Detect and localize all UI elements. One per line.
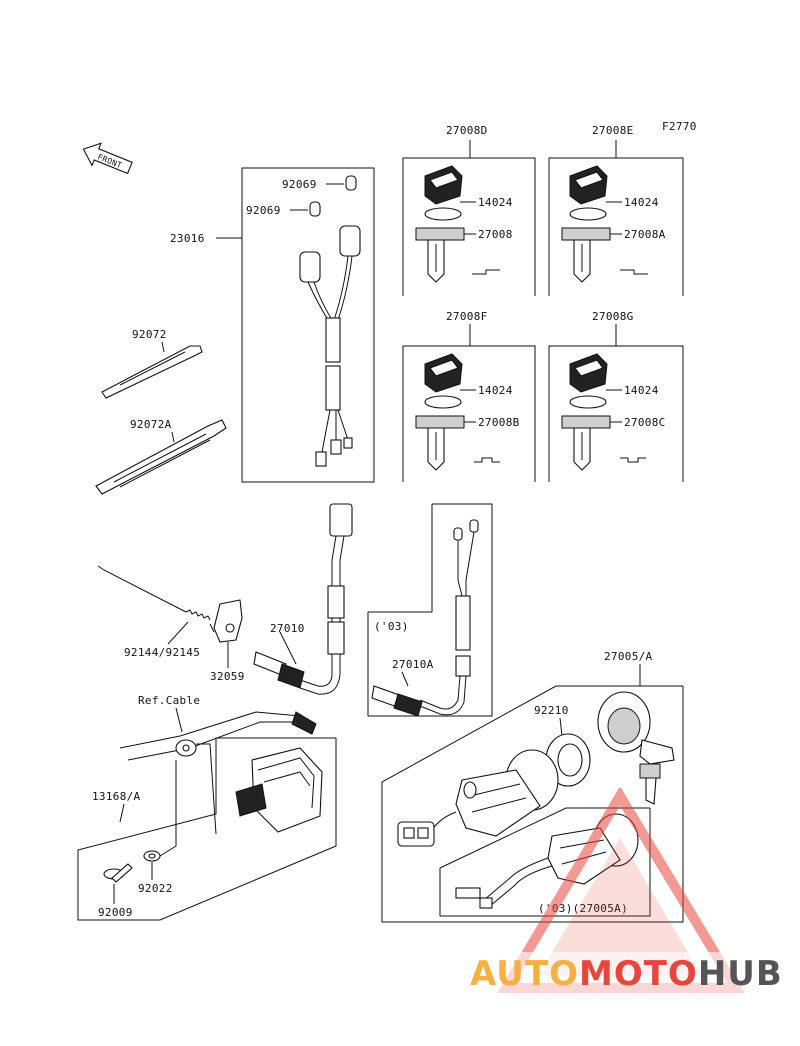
key-blade-icon: [415, 227, 465, 283]
key-head-icon: [569, 165, 608, 221]
key-blade-icon: [415, 415, 465, 471]
key-blade-icon: [561, 227, 611, 283]
washer-icon: [143, 850, 161, 862]
tie-strap-92072: 92072: [101, 328, 203, 399]
key-box-27008g: 27008G 14024 27008C: [548, 310, 684, 482]
figure-code: F2770: [662, 120, 697, 133]
key-blade-icon: [561, 415, 611, 471]
label-27010a: 27010A: [392, 658, 434, 671]
label-14024-a: 14024: [478, 196, 513, 209]
wire-harness-icon: [299, 225, 361, 467]
watermark-part-auto: AUTO: [470, 954, 579, 994]
bracket-32059: 32059: [210, 599, 245, 683]
tie-strap-92072a: 92072A: [95, 418, 227, 495]
label-27008b: 27008B: [478, 416, 520, 429]
watermark-part-moto: MOTO: [578, 954, 698, 994]
key-head-icon: [424, 165, 463, 221]
label-14024-b: 14024: [624, 196, 659, 209]
label-27005a: 27005/A: [604, 650, 653, 663]
label-92069-b: 92069: [246, 204, 281, 217]
key-box-27008d: 27008D 14024 27008: [402, 124, 536, 296]
label-27008d: 27008D: [446, 124, 488, 137]
label-92072a: 92072A: [130, 418, 172, 431]
watermark-triangle-icon: [470, 788, 800, 996]
key-head-icon: [424, 353, 463, 409]
label-92144: 92144/92145: [124, 646, 200, 659]
label-14024-d: 14024: [624, 384, 659, 397]
label-23016: 23016: [170, 232, 205, 245]
label-27010: 27010: [270, 622, 305, 635]
harness-box-23016: 23016 92069 92069: [170, 167, 375, 483]
key-cover-icon: [597, 691, 675, 805]
label-27008f: 27008F: [446, 310, 488, 323]
label-32059: 32059: [210, 670, 245, 683]
label-27008a: 27008A: [624, 228, 666, 241]
key-box-27008e: 27008E 14024 27008A: [548, 124, 684, 296]
ref-cable-assembly: Ref.Cable: [119, 694, 317, 857]
connector-icon: [397, 811, 457, 847]
label-27008g: 27008G: [592, 310, 634, 323]
cap-icon: [345, 175, 357, 191]
key-box-27008f: 27008F 14024 27008B: [402, 310, 536, 482]
screw-icon: [103, 863, 133, 883]
label-27008: 27008: [478, 228, 513, 241]
switch-27010: 27010: [253, 503, 353, 695]
front-arrow-icon: FRONT: [82, 142, 133, 175]
label-27008c: 27008C: [624, 416, 666, 429]
ignition-switch-27005a: 27005/A 92210: [381, 650, 684, 923]
label-92072: 92072: [132, 328, 167, 341]
label-92022: 92022: [138, 882, 173, 895]
label-92210: 92210: [534, 704, 569, 717]
watermark-part-hub: HUB: [697, 954, 783, 994]
switch-box-27010a: ('03) 27010A: [367, 503, 493, 717]
spring-rod-92144: 92144/92145: [97, 565, 215, 659]
label-14024-c: 14024: [478, 384, 513, 397]
label-27008e: 27008E: [592, 124, 634, 137]
watermark-logo: AUTOMOTOHUB: [470, 788, 800, 1008]
label-92009: 92009: [98, 906, 133, 919]
label-ref-cable: Ref.Cable: [138, 694, 200, 707]
label-92069-a: 92069: [282, 178, 317, 191]
cap-icon: [309, 201, 321, 217]
label-2003-a: ('03): [374, 620, 409, 633]
housing-13168: 13168/A 92009 92022: [77, 737, 337, 921]
label-13168a: 13168/A: [92, 790, 141, 803]
key-head-icon: [569, 353, 608, 409]
switch-body-icon: [455, 749, 559, 837]
